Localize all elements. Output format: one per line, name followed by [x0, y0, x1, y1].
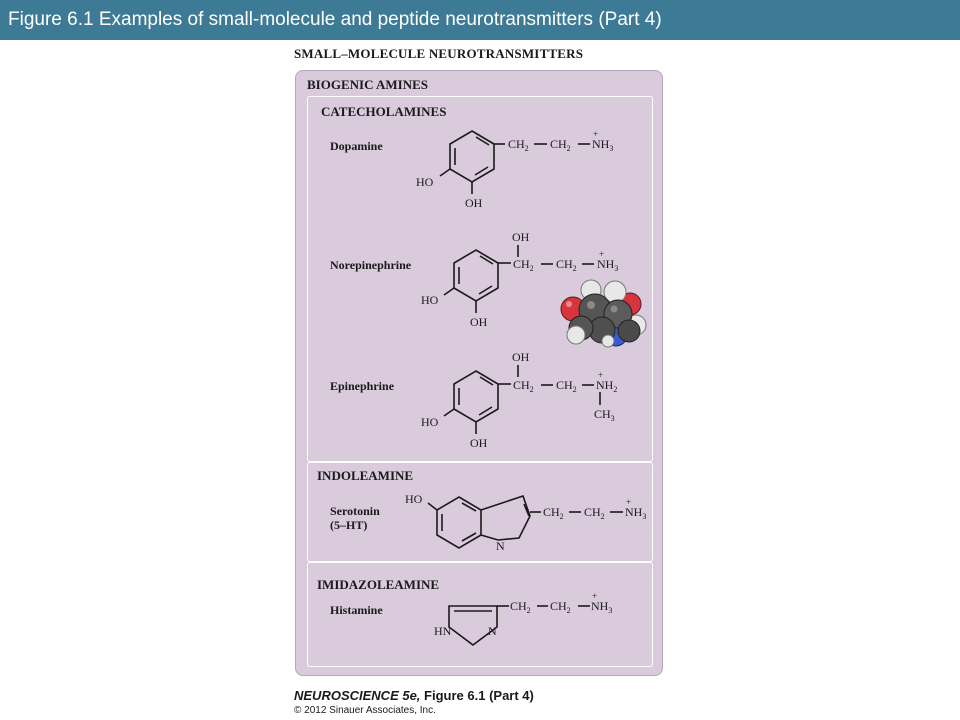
epinephrine-ho: HO	[421, 415, 439, 429]
serotonin-nh3: NH3	[625, 505, 646, 521]
serotonin-benzene-ring	[436, 496, 482, 549]
histamine-ring-n: N	[488, 624, 497, 638]
epinephrine-oh: OH	[470, 436, 488, 450]
dopamine-plus-charge: +	[593, 129, 598, 139]
dopamine-oh: OH	[465, 196, 483, 210]
panel-label-biogenic-amines: BIOGENIC AMINES	[307, 77, 428, 92]
compound-name-norepinephrine: Norepinephrine	[330, 258, 412, 272]
serotonin-ch2-1: CH2	[543, 505, 564, 521]
footer-figure-ref: Figure 6.1 (Part 4)	[424, 688, 534, 703]
epinephrine-plus-charge: +	[598, 370, 603, 380]
dopamine-nh3: NH3	[592, 137, 613, 153]
norepinephrine-oh: OH	[470, 315, 488, 329]
dopamine-ch2-2: CH2	[550, 137, 571, 153]
histamine-hn: HN	[434, 624, 452, 638]
epinephrine-benzene-ring	[453, 370, 499, 423]
serotonin-plus-charge: +	[626, 497, 631, 507]
compound-name-epinephrine: Epinephrine	[330, 379, 395, 393]
section-label-indoleamine: INDOLEAMINE	[317, 468, 414, 483]
epinephrine-ch-1: CH2	[513, 378, 534, 394]
norepinephrine-ho: HO	[421, 293, 439, 307]
histamine-ch2-2: CH2	[550, 599, 571, 615]
section-label-imidazoleamine: IMIDAZOLEAMINE	[317, 577, 440, 592]
compound-name-dopamine: Dopamine	[330, 139, 383, 153]
slide-title: Figure 6.1 Examples of small-molecule an…	[0, 0, 960, 40]
norepinephrine-benzene-ring	[453, 249, 499, 302]
space-filling-model	[560, 279, 647, 348]
footer-book-title: NEUROSCIENCE 5e,	[294, 688, 421, 703]
footer-copyright: © 2012 Sinauer Associates, Inc.	[294, 705, 436, 716]
histamine-plus-charge: +	[592, 591, 597, 601]
footer-citation: NEUROSCIENCE 5e, Figure 6.1 (Part 4)	[294, 688, 534, 703]
epinephrine-oh-top: OH	[512, 350, 530, 364]
epinephrine-ch3: CH3	[594, 407, 615, 423]
figure-heading: SMALL–MOLECULE NEUROTRANSMITTERS	[294, 46, 584, 61]
norepinephrine-nh3: NH3	[597, 257, 618, 273]
serotonin-ho: HO	[405, 492, 423, 506]
dopamine-ho: HO	[416, 175, 434, 189]
section-label-catecholamines: CATECHOLAMINES	[321, 104, 447, 119]
serotonin-ch2-2: CH2	[584, 505, 605, 521]
compound-name-serotonin: Serotonin	[330, 504, 380, 518]
serotonin-pyrrole-ring	[480, 494, 531, 541]
norepinephrine-ch2-2: CH2	[556, 257, 577, 273]
dopamine-benzene-ring	[449, 130, 495, 183]
histamine-nh3: NH3	[591, 599, 612, 615]
compound-name-histamine: Histamine	[330, 603, 383, 617]
norepinephrine-plus-charge: +	[599, 249, 604, 259]
section-catecholamines	[307, 96, 653, 462]
histamine-ch2-1: CH2	[510, 599, 531, 615]
norepinephrine-oh-top: OH	[512, 230, 530, 244]
epinephrine-nh2: NH2	[596, 378, 617, 394]
norepinephrine-ch-1: CH2	[513, 257, 534, 273]
serotonin-ring-n: N	[496, 539, 505, 553]
section-indoleamine	[307, 462, 653, 562]
epinephrine-ch2-2: CH2	[556, 378, 577, 394]
compound-abbr-serotonin: (5–HT)	[330, 518, 368, 532]
section-imidazoleamine	[307, 562, 653, 667]
histamine-imidazole-ring	[448, 605, 498, 646]
dopamine-ch2-1: CH2	[508, 137, 529, 153]
